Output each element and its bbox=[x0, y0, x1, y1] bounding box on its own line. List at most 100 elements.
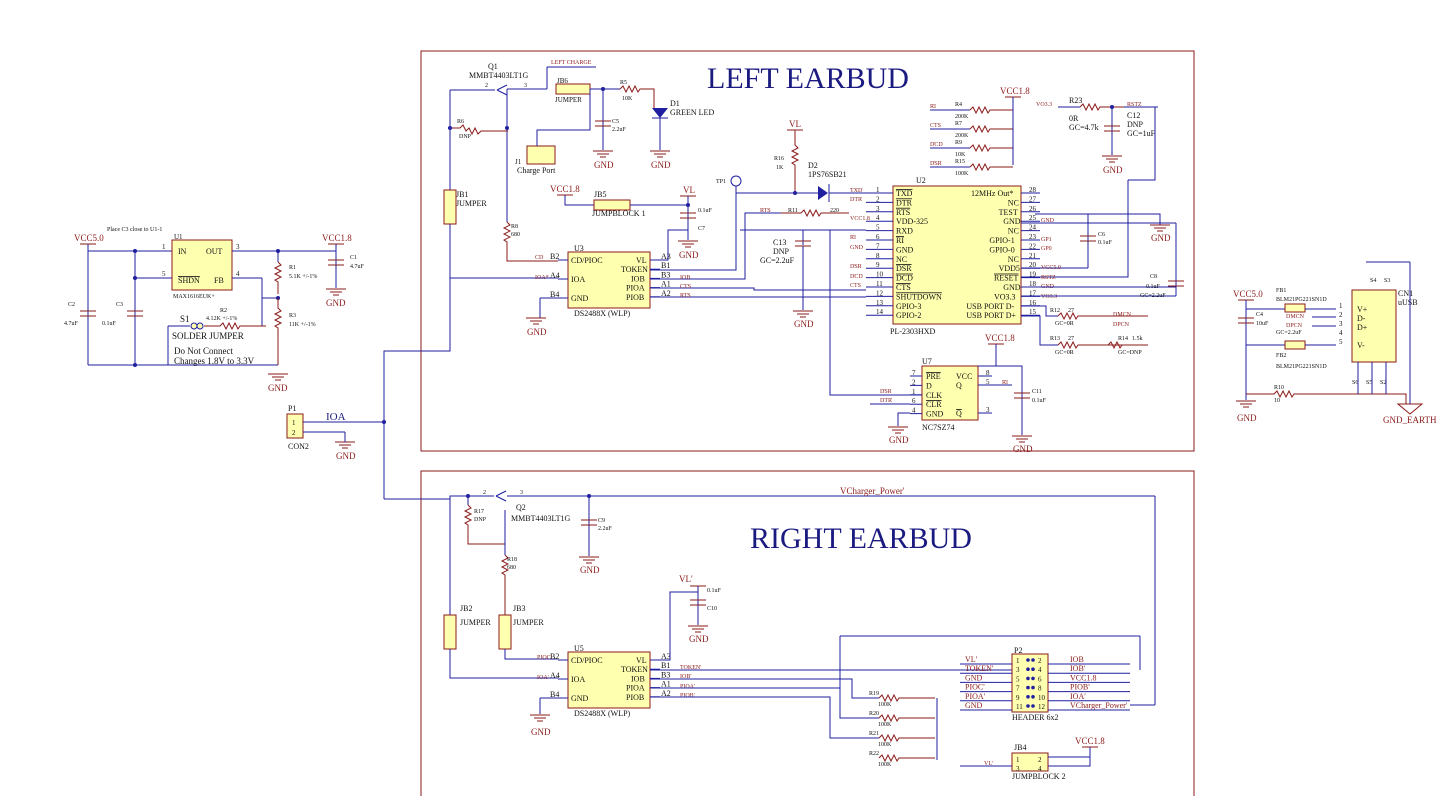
c13-ref: C13 bbox=[773, 238, 786, 247]
pin-label: TEST bbox=[999, 208, 1018, 217]
do-not-connect-note: Do Not Connect bbox=[174, 346, 233, 356]
hdr-pin: 12 bbox=[1038, 703, 1046, 711]
fb1 bbox=[1284, 303, 1306, 313]
pin-num: 7 bbox=[876, 242, 880, 250]
pin-label: VL bbox=[636, 656, 647, 665]
place-c3-note: Place C3 close to U1-1 bbox=[107, 227, 162, 233]
d2-value: 1PS76SB21 bbox=[808, 170, 847, 179]
fb2-ref: FB2 bbox=[1276, 353, 1286, 359]
pin-num: 23 bbox=[1029, 233, 1037, 241]
net-pioc: PIOC' bbox=[537, 655, 552, 661]
pin-label: GND bbox=[1003, 283, 1021, 292]
c11-value: 0.1uF bbox=[1032, 398, 1047, 404]
ioa-net-label: IOA bbox=[326, 411, 346, 423]
c11-ref: C11 bbox=[1032, 389, 1042, 395]
hdr-right-net: VCharger_Power' bbox=[1070, 701, 1128, 710]
r16-value: 1K bbox=[776, 165, 784, 171]
c10-value: 0.1uF bbox=[707, 588, 722, 594]
gnd-earth-label: GND_EARTH bbox=[1383, 415, 1437, 425]
r5-ref: R5 bbox=[620, 80, 627, 86]
hdr-pin: 8 bbox=[1038, 685, 1042, 693]
hdr-pin: 10 bbox=[1038, 694, 1046, 702]
pin-label: DTR bbox=[896, 198, 913, 207]
pin-label: PIOB bbox=[626, 693, 644, 702]
pin-label: DCD bbox=[896, 274, 913, 283]
pin-num: 7 bbox=[912, 369, 916, 377]
pin-num: 15 bbox=[1029, 308, 1037, 316]
pin-label: PIOA bbox=[626, 684, 645, 693]
pin-label: IOA bbox=[571, 675, 585, 684]
r1-ref: R1 bbox=[289, 265, 296, 271]
jb4-pin: 1 bbox=[1016, 756, 1020, 764]
c7-ref: C7 bbox=[698, 226, 705, 232]
pin-num: 18 bbox=[1029, 280, 1037, 288]
gnd-u3: GND bbox=[527, 327, 547, 337]
pin-label: CTS bbox=[896, 283, 911, 292]
usb-pin-label: D- bbox=[1357, 314, 1366, 323]
vl-label-1: VL bbox=[683, 185, 695, 195]
jb4-value: JUMPBLOCK 2 bbox=[1012, 772, 1066, 781]
c1-value: 4.7uF bbox=[350, 264, 365, 270]
pin-num: 4 bbox=[912, 407, 916, 415]
pin-num: 11 bbox=[876, 280, 883, 288]
res-ref: R7 bbox=[955, 121, 962, 127]
svg-text:3: 3 bbox=[520, 490, 523, 496]
usb-pin-num: 3 bbox=[1339, 320, 1343, 328]
d2-ref: D2 bbox=[808, 161, 818, 170]
res-value: 200K bbox=[955, 114, 969, 120]
res-net: DSR bbox=[930, 161, 942, 167]
jb2-value: JUMPER bbox=[460, 618, 491, 627]
jb1-value: JUMPER bbox=[456, 199, 487, 208]
u2-ref: U2 bbox=[916, 176, 926, 185]
pin-num: B2 bbox=[550, 652, 559, 661]
pin-num: 26 bbox=[1029, 205, 1037, 213]
pin-num: 4 bbox=[876, 214, 880, 222]
jb6-jumper bbox=[555, 83, 591, 95]
q1-ref: Q1 bbox=[488, 62, 498, 71]
gnd-r3: GND bbox=[268, 383, 288, 393]
c4-ref: C4 bbox=[1256, 312, 1263, 318]
pin-label: USB PORT D- bbox=[966, 302, 1014, 311]
vcc50-label: VCC5.0 bbox=[74, 233, 104, 243]
c2-value: 4.7uF bbox=[64, 321, 79, 327]
pin-num: 27 bbox=[1029, 195, 1037, 203]
pin-num: 8 bbox=[986, 369, 990, 377]
pin-label: NC bbox=[896, 255, 907, 264]
res-ref: R4 bbox=[955, 102, 962, 108]
pin-num: 2 bbox=[876, 195, 880, 203]
vcc18-label-u1: VCC1.8 bbox=[322, 233, 352, 243]
p1-pin1: 1 bbox=[292, 419, 296, 427]
pin-label: Q bbox=[956, 381, 962, 390]
net-cts-u3: CTS bbox=[680, 284, 691, 290]
u1-ic bbox=[171, 239, 233, 291]
jb6-ref: JB6 bbox=[557, 77, 568, 85]
net-txd: TXD bbox=[850, 188, 863, 194]
pin-label: GND bbox=[571, 694, 589, 703]
r23-gc: GC=4.7k bbox=[1069, 123, 1099, 132]
c1-ref: C1 bbox=[350, 255, 357, 261]
u1-pin-in: IN bbox=[178, 247, 187, 256]
vo33-label: VO3.3 bbox=[1036, 102, 1052, 108]
res-ref: R15 bbox=[955, 159, 965, 165]
c13-value: DNP bbox=[773, 247, 790, 256]
c4-value: 10uF bbox=[1256, 321, 1269, 327]
hdr-right-net: IOA' bbox=[1070, 692, 1086, 701]
jb2-jumper bbox=[443, 614, 457, 650]
gnd-right-u2: GND bbox=[1151, 233, 1171, 243]
res-value: 100K bbox=[878, 762, 892, 768]
usb-pin-num: 2 bbox=[1339, 311, 1343, 319]
svg-text:S5: S5 bbox=[1366, 380, 1372, 386]
net-vcc18-u2: VCC1.8 bbox=[850, 216, 870, 222]
hdr-pin: 4 bbox=[1038, 666, 1042, 674]
pin-num: 21 bbox=[1029, 252, 1037, 260]
pin-num: B1 bbox=[661, 661, 670, 670]
c8-ref: C8 bbox=[1150, 274, 1157, 280]
u3-value: DS2488X (WLP) bbox=[574, 309, 631, 318]
r2-value: 4.12K +/-1% bbox=[206, 316, 237, 322]
pin-num: 19 bbox=[1029, 271, 1037, 279]
c12-gc: GC=1uF bbox=[1127, 129, 1156, 138]
pin-num: A1 bbox=[661, 280, 671, 289]
regulator-section: Place C3 close to U1-1 VCC5.0 C2 4.7uF C… bbox=[64, 227, 558, 500]
r3-ref: R3 bbox=[289, 313, 296, 319]
